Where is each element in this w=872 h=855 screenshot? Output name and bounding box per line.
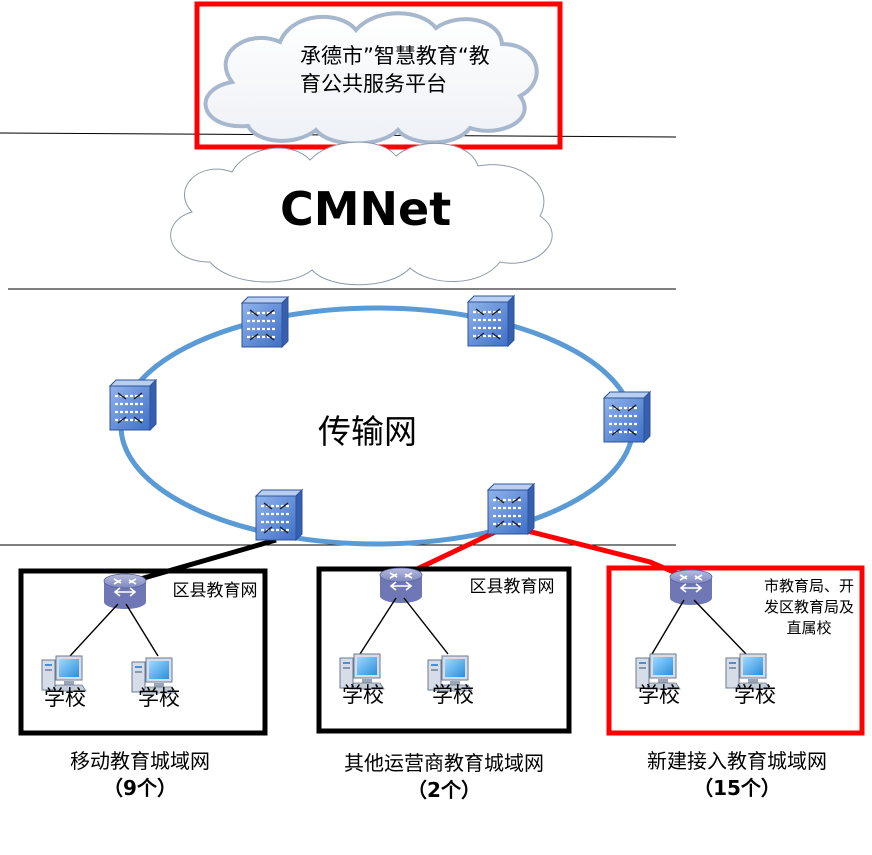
switch-icon	[486, 482, 536, 536]
switch-icon	[602, 390, 652, 444]
count-mobile: （9个）	[103, 776, 177, 800]
school-label: 学校	[342, 683, 384, 707]
caption-other: 其他运营商教育城域网 （2个）	[344, 751, 544, 802]
caption-mobile: 移动教育城域网 （9个）	[70, 749, 210, 800]
switch-icon	[466, 294, 516, 348]
network-box-other	[316, 566, 572, 734]
platform-label: 承德市”智慧教育“教育公共服务平台	[300, 44, 490, 96]
school-label: 学校	[432, 683, 474, 707]
count-other: （2个）	[407, 778, 481, 802]
platform-cloud	[203, 11, 539, 146]
link-mobile	[129, 537, 277, 585]
caption-new: 新建接入教育城域网 （15个）	[647, 749, 827, 800]
network-box-mobile	[18, 568, 268, 736]
network-label-new: 市教育局、开发区教育局及直属校	[763, 577, 854, 637]
school-label: 学校	[638, 683, 680, 707]
router-icon	[103, 573, 147, 610]
network-box-new	[606, 565, 865, 736]
network-label-other: 区县教育网	[469, 577, 555, 597]
router-icon	[379, 567, 423, 604]
router-icon	[669, 569, 713, 606]
switch-icon	[254, 488, 304, 542]
school-label: 学校	[734, 683, 776, 707]
switch-icon	[240, 295, 290, 349]
cmnet-cloud	[170, 141, 553, 286]
switch-icon	[108, 378, 158, 432]
school-label: 学校	[44, 686, 86, 710]
transport-network-label: 传输网	[318, 412, 417, 451]
network-label-mobile: 区县教育网	[172, 581, 258, 601]
school-label: 学校	[138, 686, 180, 710]
count-new: （15个）	[693, 776, 781, 800]
cmnet-label: CMNet	[280, 182, 452, 236]
